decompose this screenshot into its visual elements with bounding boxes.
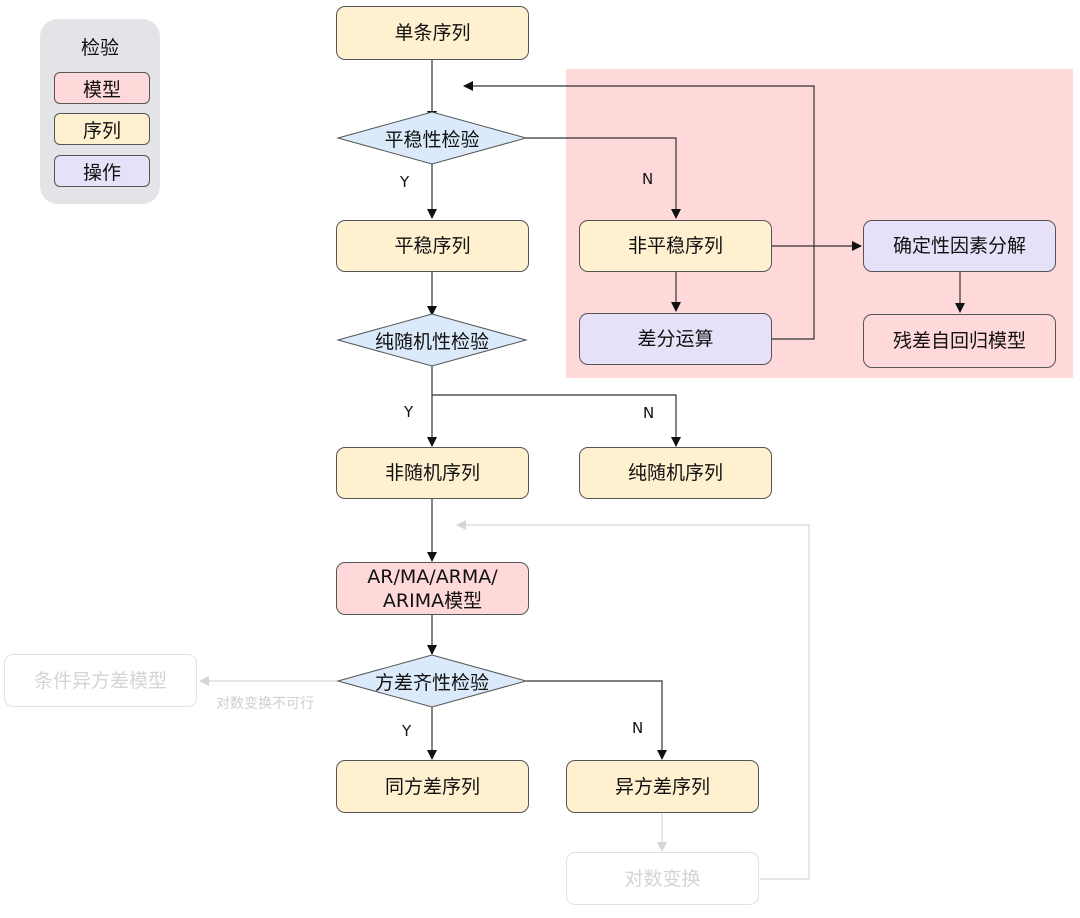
legend-operation: 操作 [54, 155, 150, 187]
node-conditional-heteroscedastic-model[interactable]: 条件异方差模型 [4, 654, 197, 707]
whitenoise-test-diamond [336, 313, 528, 367]
node-white-noise-test[interactable]: 纯随机性检验 [374, 330, 489, 353]
edge-stationarity-no [526, 137, 681, 219]
edge-log-transform-loop-back [456, 520, 810, 880]
label-homoscedasticity-yes: Y [402, 722, 412, 740]
node-non-random-series[interactable]: 非随机序列 [336, 447, 529, 499]
node-nonstationary-series[interactable]: 非平稳序列 [579, 220, 772, 272]
node-single-series[interactable]: 单条序列 [336, 6, 529, 60]
edge-homoscedasticity-no [526, 680, 667, 760]
node-residual-autoregressive-model[interactable]: 残差自回归模型 [863, 314, 1056, 368]
label-whitenoise-no: N [643, 404, 655, 422]
arima-model-line1: AR/MA/ARMA/ [367, 565, 498, 588]
edge-differencing-loop-back [463, 81, 815, 340]
legend-model: 模型 [54, 72, 150, 104]
node-stationarity-test[interactable]: 平稳性检验 [384, 128, 480, 151]
legend: 检验 模型 序列 操作 [40, 19, 160, 204]
node-homoscedasticity-test[interactable]: 方差齐性检验 [374, 671, 489, 694]
arima-model-line2: ARIMA模型 [382, 589, 483, 612]
node-heteroscedastic-series[interactable]: 异方差序列 [566, 760, 759, 813]
node-homoscedastic-series[interactable]: 同方差序列 [336, 760, 529, 813]
label-homoscedasticity-no: N [632, 719, 644, 737]
legend-sequence: 序列 [54, 113, 150, 145]
edge-whitenoise-no [432, 394, 681, 447]
stationarity-test-diamond [336, 111, 528, 165]
node-differencing[interactable]: 差分运算 [579, 313, 772, 365]
node-log-transform[interactable]: 对数变换 [566, 852, 759, 905]
label-stationarity-yes: Y [400, 173, 410, 191]
node-arima-model[interactable]: AR/MA/ARMA/ ARIMA模型 [336, 562, 529, 615]
label-whitenoise-yes: Y [404, 403, 414, 421]
node-stationary-series[interactable]: 平稳序列 [336, 220, 529, 272]
legend-test-label: 检验 [80, 36, 119, 59]
homoscedasticity-test-diamond [336, 654, 528, 708]
node-pure-random-series[interactable]: 纯随机序列 [579, 447, 772, 499]
node-deterministic-decomposition[interactable]: 确定性因素分解 [863, 220, 1056, 272]
label-stationarity-no: N [642, 170, 654, 188]
label-log-transform-infeasible: 对数变换不可行 [216, 696, 314, 712]
